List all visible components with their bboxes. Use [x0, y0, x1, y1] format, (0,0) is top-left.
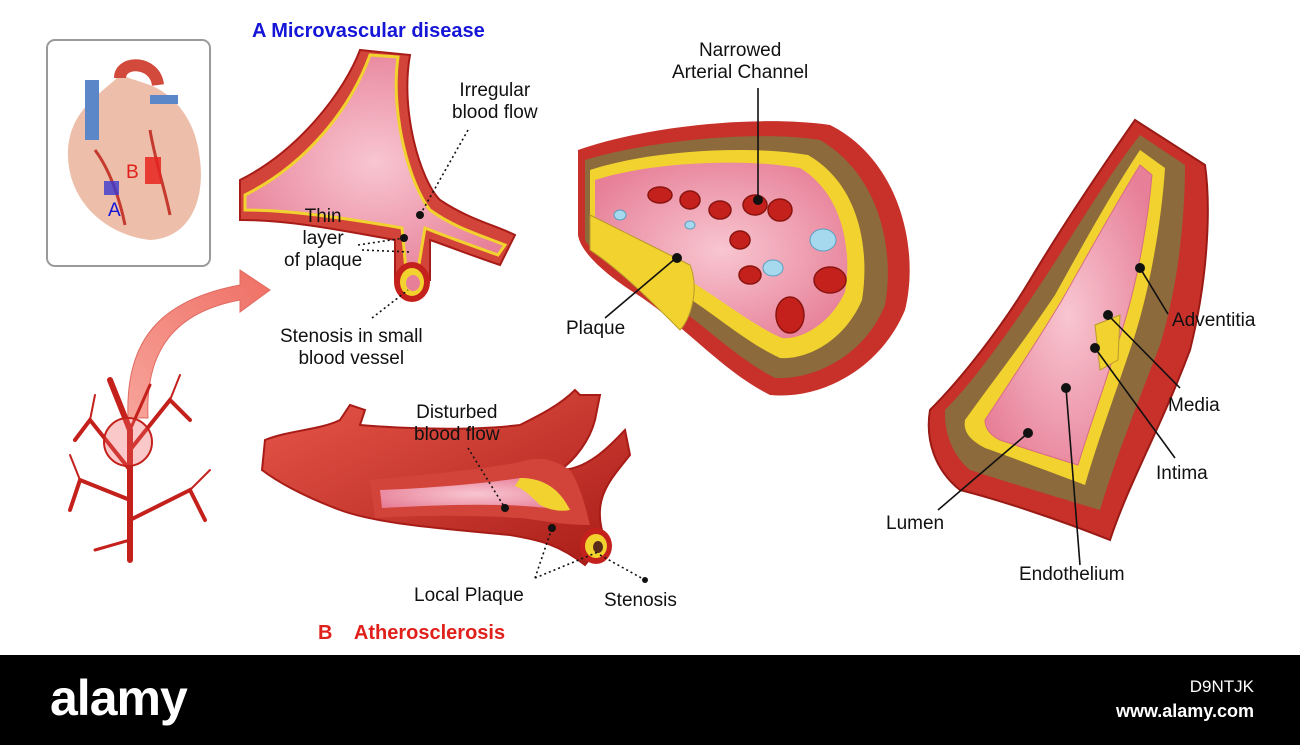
artery-layers — [927, 118, 1209, 542]
artery-cross-section — [578, 121, 910, 396]
label-lumen: Lumen — [886, 513, 945, 534]
vessel-tree — [68, 374, 211, 563]
label-thin-layer-of-plaque: Thin layer of plaque — [284, 206, 363, 271]
pointer-arrow — [127, 269, 271, 419]
diagram-canvas: B A A Microvascular disease B Atheroscle… — [46, 20, 1256, 644]
inset-marker-a: A — [108, 200, 121, 221]
label-intima: Intima — [1156, 463, 1208, 484]
brand-logo: alamy — [50, 670, 188, 726]
leader-lines — [357, 88, 1181, 581]
label-disturbed-blood-flow: Disturbed blood flow — [414, 402, 500, 445]
atherosclerosis-vessel — [260, 388, 632, 567]
label-narrowed-channel: Narrowed Arterial Channel — [672, 40, 809, 83]
label-irregular-blood-flow: Irregular blood flow — [452, 80, 538, 123]
label-stenosis-small-vessel: Stenosis in small blood vessel — [280, 326, 423, 369]
microvessel-branch — [239, 48, 517, 302]
label-endothelium: Endothelium — [1019, 564, 1125, 585]
label-media: Media — [1168, 395, 1220, 416]
title-microvascular: A Microvascular disease — [252, 20, 485, 42]
title-atherosclerosis: B Atherosclerosis — [318, 622, 506, 644]
label-local-plaque: Local Plaque — [414, 585, 524, 606]
image-code: D9NTJK — [1189, 677, 1254, 696]
label-stenosis: Stenosis — [604, 590, 677, 611]
heart-inset — [46, 39, 211, 267]
illustration — [46, 39, 1209, 583]
label-plaque: Plaque — [566, 318, 626, 339]
watermark-bar: alamy D9NTJK www.alamy.com — [0, 655, 1300, 745]
inset-marker-b: B — [126, 162, 139, 183]
site-url: www.alamy.com — [1115, 701, 1254, 721]
leader-dots — [400, 195, 1145, 583]
label-adventitia: Adventitia — [1172, 310, 1256, 331]
